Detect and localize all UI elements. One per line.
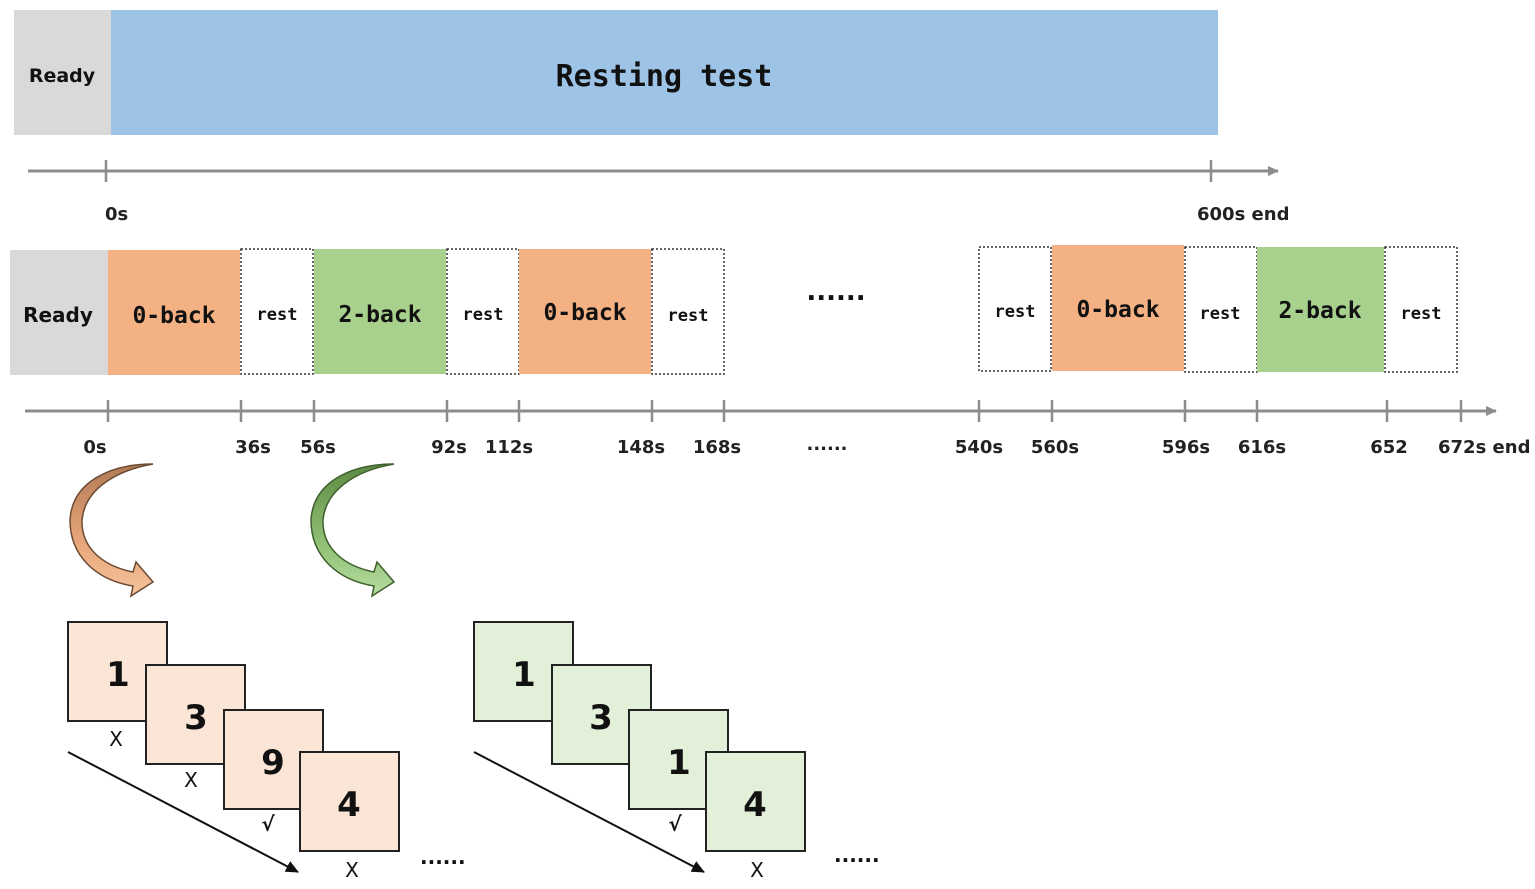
sequence-ellipsis: ...... — [420, 845, 466, 869]
two-back-example: 1 3 1 4 √ X ...... — [473, 621, 880, 882]
block-0-back — [108, 250, 240, 375]
block-gap-ellipsis: ...... — [806, 277, 865, 307]
zero-back-example: 1 3 9 4 X X √ X ...... — [67, 621, 466, 882]
stimulus-card — [705, 751, 806, 852]
stimulus-digit: 4 — [337, 785, 361, 825]
sequence-arrow-icon — [473, 751, 705, 873]
sequence-ellipsis: ...... — [834, 843, 880, 867]
block-label: 0-back — [1076, 297, 1159, 323]
time-label: 92s — [431, 437, 467, 458]
sequence-arrow-icon — [67, 751, 299, 873]
block-rest — [978, 246, 1052, 372]
block-label: 0-back — [132, 303, 215, 329]
response-mark: X — [109, 727, 123, 751]
time-label: 36s — [235, 437, 271, 458]
block-label: 2-back — [338, 302, 421, 328]
time-label: 560s — [1031, 437, 1079, 458]
time-label: 540s — [955, 437, 1003, 458]
stimulus-digit: 9 — [261, 743, 285, 783]
block-label: rest — [1200, 304, 1241, 324]
block-2-back — [1257, 247, 1384, 372]
time-label-end: 672s end — [1438, 437, 1530, 458]
block-rest — [651, 248, 725, 375]
stimulus-digit: 1 — [512, 655, 536, 695]
stimulus-digit: 1 — [667, 743, 691, 783]
block-label: rest — [463, 305, 504, 325]
resting-test-label: Resting test — [556, 59, 773, 94]
block-0-back — [1052, 245, 1184, 371]
block-label: rest — [668, 306, 709, 326]
time-ellipsis: ...... — [806, 434, 847, 455]
time-label: 652 — [1370, 437, 1408, 458]
time-label: 0s — [83, 437, 106, 458]
stimulus-digit: 4 — [743, 785, 767, 825]
time-label: 56s — [300, 437, 336, 458]
response-mark: X — [184, 768, 198, 792]
task-timeline-ticks — [106, 400, 1463, 422]
resting-start-label: 0s — [105, 204, 128, 225]
task-timeline-labels: 0s 36s 56s 92s 112s 148s 168s ...... 540… — [83, 434, 1530, 458]
resting-end-label: 600s end — [1197, 204, 1289, 225]
response-mark: X — [750, 858, 764, 882]
block-label: rest — [1401, 304, 1442, 324]
stimulus-digit: 3 — [589, 698, 613, 738]
stimulus-digit: 3 — [184, 698, 208, 738]
time-label: 616s — [1238, 437, 1286, 458]
task-ready-label: Ready — [23, 303, 93, 327]
block-label: 0-back — [543, 300, 626, 326]
response-mark: √ — [668, 812, 682, 836]
block-label: rest — [995, 302, 1036, 322]
block-2-back — [314, 249, 446, 374]
response-mark: X — [345, 858, 359, 882]
time-label: 596s — [1162, 437, 1210, 458]
block-label: rest — [257, 305, 298, 325]
block-rest — [1384, 246, 1458, 373]
stimulus-digit: 1 — [106, 655, 130, 695]
time-label: 168s — [693, 437, 741, 458]
stimulus-card — [299, 751, 400, 852]
resting-row: Ready Resting test 0s 600s end — [14, 10, 1289, 225]
curved-arrow-2-back-icon — [310, 463, 396, 598]
time-label: 148s — [617, 437, 665, 458]
block-rest — [240, 248, 314, 375]
block-rest — [446, 248, 520, 375]
time-label: 112s — [485, 437, 533, 458]
block-label: 2-back — [1278, 298, 1361, 324]
block-0-back — [519, 249, 651, 374]
resting-test-block — [111, 10, 1218, 135]
task-row: Ready 0-back rest 2-back rest 0-back res… — [10, 245, 1530, 458]
response-mark: √ — [261, 812, 275, 836]
task-ready-block — [10, 250, 108, 375]
block-rest — [1184, 246, 1258, 373]
resting-ready-block — [14, 10, 111, 135]
curved-arrow-0-back-icon — [69, 463, 155, 598]
resting-ready-label: Ready — [29, 65, 96, 87]
